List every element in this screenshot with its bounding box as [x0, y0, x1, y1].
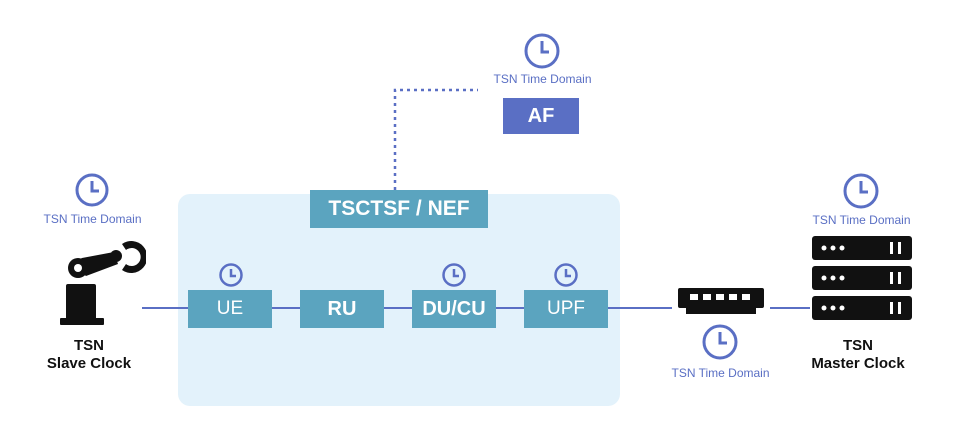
network-switch-icon	[676, 286, 766, 316]
ue-clock-icon	[218, 262, 244, 288]
link-tsctsf-af	[393, 88, 478, 190]
ru-box[interactable]: RU	[300, 290, 384, 328]
master-clock-icon	[842, 172, 880, 210]
robot-arm-icon	[56, 234, 148, 326]
tsctsf-nef-box[interactable]: TSCTSF / NEF	[310, 190, 488, 228]
upf-clock-icon	[553, 262, 579, 288]
master-title-line1: TSN	[843, 337, 873, 354]
switch-clock-icon	[700, 322, 740, 362]
af-box[interactable]: AF	[503, 98, 579, 134]
slave-title: TSN Slave Clock	[34, 337, 144, 373]
switch-domain-label: TSN Time Domain	[671, 366, 770, 380]
master-title: TSN Master Clock	[796, 337, 920, 373]
upf-box[interactable]: UPF	[524, 290, 608, 328]
slave-title-line2: Slave Clock	[46, 355, 132, 372]
ducu-clock-icon	[441, 262, 467, 288]
af-domain-label: TSN Time Domain	[493, 72, 592, 86]
server-rack-icon	[810, 234, 914, 322]
slave-title-line1: TSN	[74, 337, 104, 354]
slave-domain-label: TSN Time Domain	[43, 212, 142, 226]
ducu-box[interactable]: DU/CU	[412, 290, 496, 328]
slave-clock-icon	[74, 172, 110, 208]
af-clock-icon	[523, 32, 561, 70]
master-title-line2: Master Clock	[811, 355, 905, 372]
master-domain-label: TSN Time Domain	[812, 213, 911, 227]
ue-box[interactable]: UE	[188, 290, 272, 328]
